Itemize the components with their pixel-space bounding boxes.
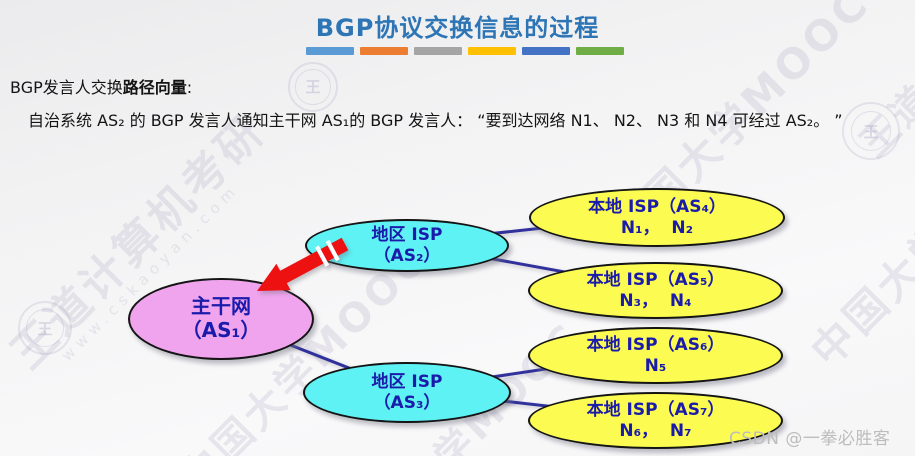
node-sublabel: N₃， N₄ — [619, 290, 692, 311]
node-local-isp-as4: 本地 ISP（AS₄） N₁， N₂ — [529, 188, 785, 247]
accent-bar — [576, 47, 624, 55]
node-backbone-as1: 主干网 （AS₁） — [128, 278, 314, 360]
accent-bar — [306, 47, 354, 55]
intro-line1-prefix: BGP发言人交换 — [10, 78, 123, 97]
node-sublabel: N₅ — [644, 355, 667, 376]
intro-line-1: BGP发言人交换路径向量: — [10, 74, 192, 98]
node-label: 本地 ISP（AS₅） — [586, 270, 725, 291]
accent-divider — [306, 47, 624, 55]
node-label: 地区 ISP — [371, 372, 443, 393]
seal-watermark-icon: 王 — [288, 62, 338, 112]
node-sublabel: （AS₃） — [373, 392, 441, 413]
node-local-isp-as5: 本地 ISP（AS₅） N₃， N₄ — [528, 262, 783, 319]
node-regional-isp-as2: 地区 ISP （AS₂） — [305, 219, 509, 272]
accent-bar — [414, 47, 462, 55]
seal-watermark-icon: 王 — [842, 102, 900, 160]
seal-watermark-icon: 王 — [18, 301, 72, 355]
intro-line1-bold: 路径向量 — [122, 78, 187, 97]
accent-bar — [468, 47, 516, 55]
node-local-isp-as7: 本地 ISP（AS₇） N₆， N₇ — [528, 392, 783, 449]
node-regional-isp-as3: 地区 ISP （AS₃） — [303, 362, 511, 423]
node-label: 主干网 — [191, 294, 251, 319]
node-label: 本地 ISP（AS₄） — [588, 197, 726, 218]
node-sublabel: N₆， N₇ — [619, 420, 692, 441]
node-sublabel: N₁， N₂ — [620, 217, 694, 238]
csdn-watermark: CSDN @一拳必胜客 — [729, 429, 891, 449]
node-sublabel: （AS₂） — [373, 245, 441, 266]
node-local-isp-as6: 本地 ISP（AS₆） N₅ — [528, 327, 783, 384]
accent-bar — [522, 47, 570, 55]
node-sublabel: （AS₁） — [181, 318, 261, 342]
slide-title: BGP协议交换信息的过程 — [315, 14, 600, 42]
node-label: 本地 ISP（AS₆） — [586, 335, 725, 356]
accent-bar — [360, 47, 408, 55]
intro-line1-suffix: : — [186, 78, 193, 97]
intro-line-2: 自治系统 AS₂ 的 BGP 发言人通知主干网 AS₁的 BGP 发言人： “要… — [28, 111, 843, 130]
node-label: 本地 ISP（AS₇） — [586, 400, 725, 421]
node-label: 地区 ISP — [371, 225, 443, 246]
